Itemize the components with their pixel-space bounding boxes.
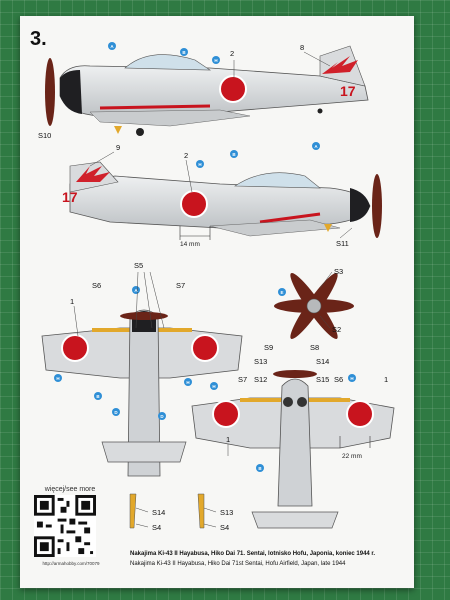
callout-s14: S14: [316, 357, 329, 366]
side-view-left: [45, 45, 369, 136]
paint-code-b4: B: [258, 466, 262, 471]
paint-code-b1: B: [182, 50, 186, 55]
callout-s12: S12: [254, 375, 267, 384]
tail-number-left: 17: [340, 83, 356, 99]
dimension-wing: 22 mm: [342, 453, 362, 460]
top-view: [41, 309, 243, 477]
callout-s13b: S13: [220, 508, 233, 517]
plate-number: 3.: [30, 28, 47, 50]
bottom-view: [191, 370, 395, 529]
callout-s10: S10: [38, 131, 51, 140]
paint-code-h5: H: [212, 384, 215, 389]
paint-code-a2: A: [314, 144, 318, 149]
callout-s9: S9: [264, 343, 273, 352]
painting-diagram: [41, 42, 395, 529]
paint-code-d2: D: [160, 414, 164, 419]
callout-s4b: S4: [220, 523, 229, 532]
paint-code-b3: B: [96, 394, 100, 399]
paint-code-h6: H: [350, 376, 353, 381]
side-view-right: [69, 161, 382, 240]
qr-url: http://armahobby.com/70079: [42, 561, 100, 566]
callout-s2: S2: [332, 325, 341, 334]
callout-1b: 1: [384, 375, 388, 384]
caption-english: Nakajima Ki-43 II Hayabusa, Hiko Dai 71s…: [130, 561, 346, 567]
dimension-fuselage: 14 mm: [180, 241, 200, 248]
callout-1: 1: [70, 297, 74, 306]
callout-s7: S7: [176, 281, 185, 290]
tail-number-right: 17: [62, 189, 78, 205]
callout-s13: S13: [254, 357, 267, 366]
paint-code-b2: B: [232, 152, 236, 157]
instruction-sheet: 3. 2 8 S10 9 2 S11 S5 S6 S7 S3 S2 1 S9 S…: [20, 16, 414, 588]
callout-s4: S4: [152, 523, 161, 532]
paint-code-a1: A: [110, 44, 114, 49]
qr-code[interactable]: [34, 495, 96, 557]
callout-s7b: S7: [238, 375, 247, 384]
callout-s8: S8: [310, 343, 319, 352]
callout-s6: S6: [92, 281, 101, 290]
callout-s5: S5: [134, 261, 143, 270]
callout-1c: 1: [226, 435, 230, 444]
callout-s6b: S6: [334, 375, 343, 384]
qr-label: więcej/see more: [44, 486, 96, 493]
callout-labels: 2 8 S10 9 2 S11 S5 S6 S7 S3 S2 1 S9 S8 S…: [38, 43, 388, 532]
callout-s14b: S14: [152, 508, 165, 517]
paint-chips: [54, 42, 356, 472]
qr-pattern: [34, 495, 96, 557]
callout-s3: S3: [334, 267, 343, 276]
leader-lines: [73, 51, 353, 528]
paint-code-h1: H: [214, 58, 217, 63]
paint-code-a3: A: [134, 288, 138, 293]
paint-code-h3: H: [56, 376, 59, 381]
paint-code-h2: H: [198, 162, 201, 167]
callout-8: 8: [300, 43, 304, 52]
propeller-detail: [274, 272, 354, 340]
callout-s11: S11: [336, 239, 349, 248]
callout-9: 9: [116, 143, 120, 152]
paint-code-h4: H: [186, 380, 189, 385]
callout-2: 2: [230, 49, 234, 58]
callout-2b: 2: [184, 151, 188, 160]
callout-s15: S15: [316, 375, 329, 384]
paint-code-e: E: [280, 290, 283, 295]
paint-code-d1: D: [114, 410, 118, 415]
antenna-detail: [129, 493, 205, 529]
caption-polish: Nakajima Ki-43 II Hayabusa, Hiko Dai 71.…: [130, 551, 376, 557]
